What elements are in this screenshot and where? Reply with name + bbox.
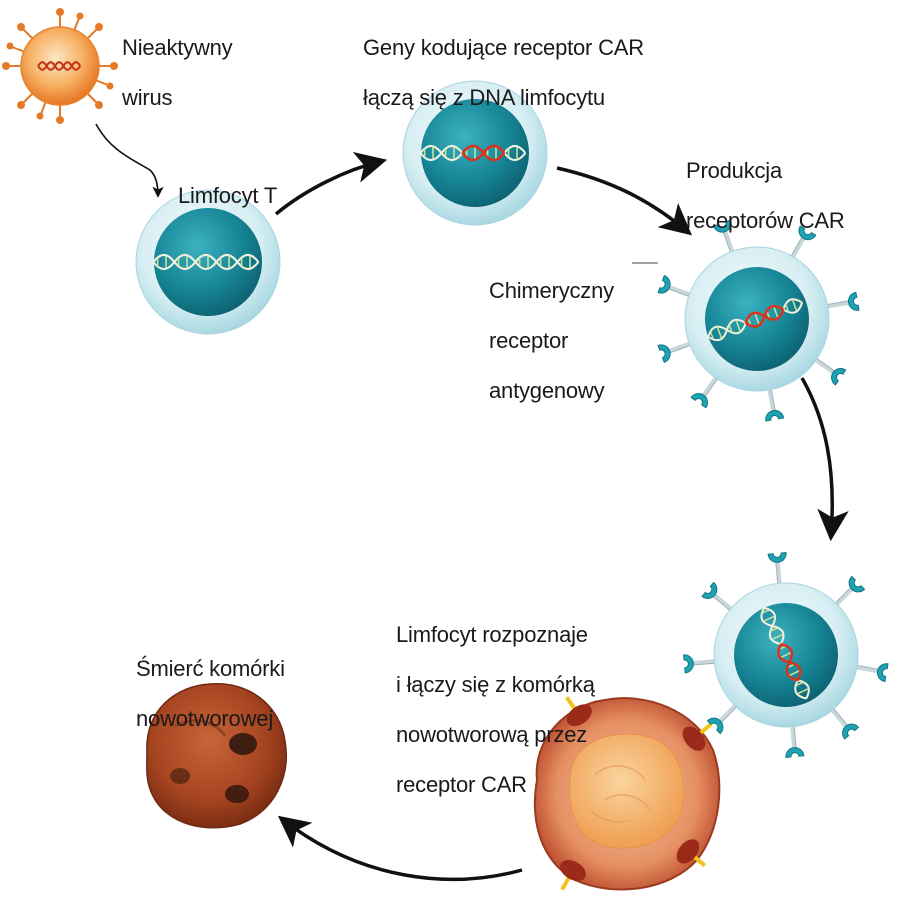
inactive-virus xyxy=(2,8,118,124)
label-line: Limfocyt rozpoznaje xyxy=(396,622,588,647)
label-line: Chimeryczny xyxy=(489,278,614,303)
label-line: nowotworową przez xyxy=(396,722,588,747)
label-line: Nieaktywny xyxy=(122,35,233,60)
label-line: łączą się z DNA limfocytu xyxy=(363,85,605,110)
label-line: wirus xyxy=(122,85,173,110)
label-line: Śmierć komórki xyxy=(136,656,285,681)
arrow-tcell-to-modified xyxy=(274,151,388,216)
label-car-production: Produkcja receptorów CAR xyxy=(686,133,845,258)
label-tumor-death: Śmierć komórki nowotworowej xyxy=(136,631,285,756)
car-t-cell-binding xyxy=(681,550,891,760)
label-recognition: Limfocyt rozpoznaje i łączy się z komórk… xyxy=(396,597,595,822)
dead-tumor-cell xyxy=(146,683,287,829)
arrow-binding-to-death xyxy=(277,815,523,882)
label-line: nowotworowej xyxy=(136,706,274,731)
label-line: Geny kodujące receptor CAR xyxy=(363,35,644,60)
label-inactive-virus: Nieaktywny wirus xyxy=(122,10,233,135)
label-line: receptorów CAR xyxy=(686,208,845,233)
car-t-cell-producing xyxy=(656,218,862,424)
label-car-genes: Geny kodujące receptor CAR łączą się z D… xyxy=(363,10,644,135)
label-line: Produkcja xyxy=(686,158,783,183)
label-t-cell: Limfocyt T xyxy=(178,158,277,233)
tumor-cell xyxy=(533,696,721,891)
arrow-virus-to-tcell xyxy=(95,123,164,198)
t-lymphocyte xyxy=(135,189,281,335)
modified-lymphocyte xyxy=(402,80,548,226)
label-line: receptor xyxy=(489,328,569,353)
arrow-modified-to-production xyxy=(556,166,693,236)
arrow-production-to-binding xyxy=(800,377,849,542)
label-line: Limfocyt T xyxy=(178,183,278,208)
label-line: i łączy się z komórką xyxy=(396,672,595,697)
label-chimeric-receptor: Chimeryczny receptor antygenowy xyxy=(489,253,614,428)
label-line: receptor CAR xyxy=(396,772,527,797)
tumor-antigens xyxy=(560,696,713,891)
label-line: antygenowy xyxy=(489,378,605,403)
